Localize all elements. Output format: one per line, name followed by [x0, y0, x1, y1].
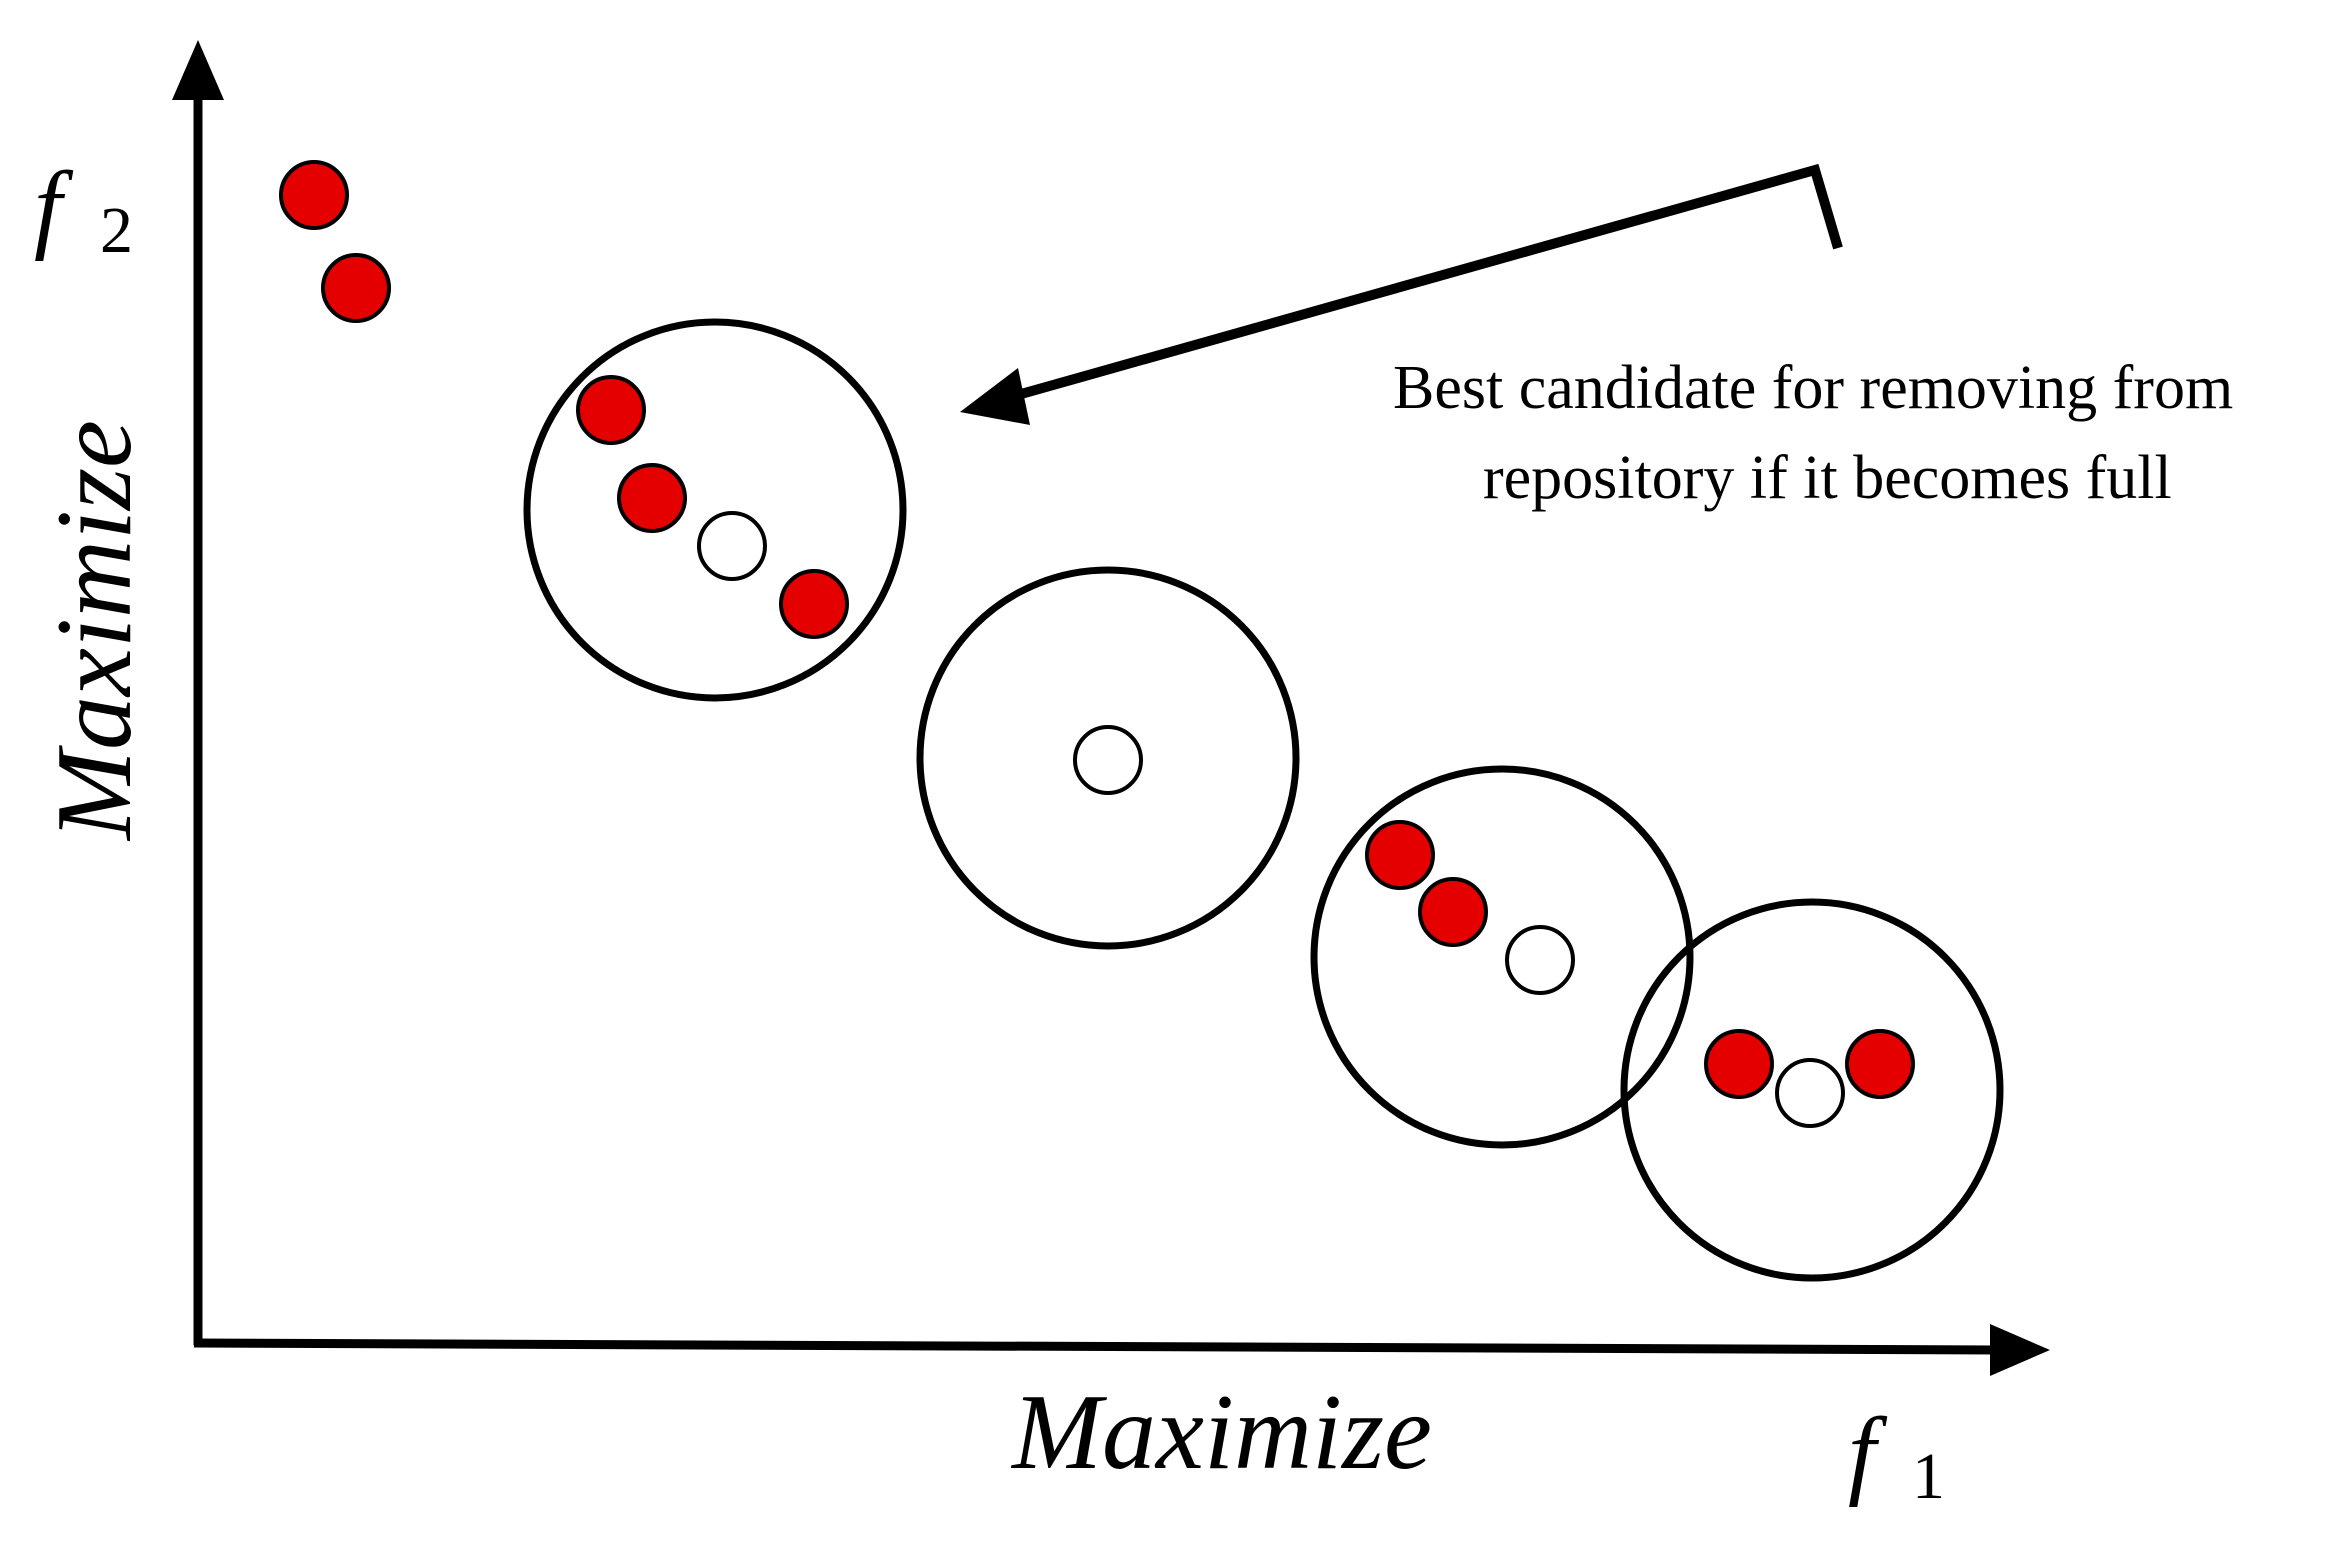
axes: [172, 40, 2050, 1376]
hollow-point: [1505, 925, 1575, 995]
niche-circle-2: [916, 566, 1300, 950]
red-point: [279, 160, 349, 230]
niche-circles: [523, 318, 2004, 1282]
hollow-points: [697, 511, 1845, 1128]
y-axis-symbol: f: [34, 151, 74, 262]
annotation-arrow-line: [998, 163, 1843, 405]
x-axis-label: Maximize: [1010, 1373, 1432, 1492]
y-axis-symbol-f: f: [34, 151, 74, 262]
red-point: [1418, 877, 1488, 947]
hollow-point: [697, 511, 767, 581]
hollow-point: [1775, 1058, 1845, 1128]
red-point: [321, 253, 391, 323]
filled-points: [279, 160, 1915, 1099]
x-axis-subscript: 1: [1912, 1440, 1945, 1513]
annotation-line-1: Best candidate for removing from: [1393, 354, 2233, 422]
red-point: [779, 569, 849, 639]
annotation-arrow-head: [960, 368, 1030, 425]
red-point: [576, 375, 646, 445]
red-point: [617, 463, 687, 533]
red-point: [1365, 820, 1435, 890]
x-axis-symbol: f: [1848, 1397, 1888, 1508]
y-axis-subscript: 2: [100, 194, 133, 267]
red-point: [1845, 1029, 1915, 1099]
x-axis-line: [193, 1338, 2001, 1355]
niche-circle-3: [1310, 765, 1694, 1149]
y-axis-label: Maximize: [35, 420, 154, 842]
red-point: [1704, 1029, 1774, 1099]
annotation-arrow: [960, 163, 1843, 425]
niche-circle-1: [523, 318, 907, 702]
annotation-line-2: repository if it becomes full: [1483, 444, 2172, 512]
y-axis-arrowhead: [172, 40, 224, 100]
x-axis-arrowhead: [1990, 1324, 2050, 1376]
x-axis-symbol-f: f: [1848, 1397, 1888, 1508]
niche-circle-4: [1620, 898, 2004, 1282]
hollow-point: [1073, 725, 1143, 795]
